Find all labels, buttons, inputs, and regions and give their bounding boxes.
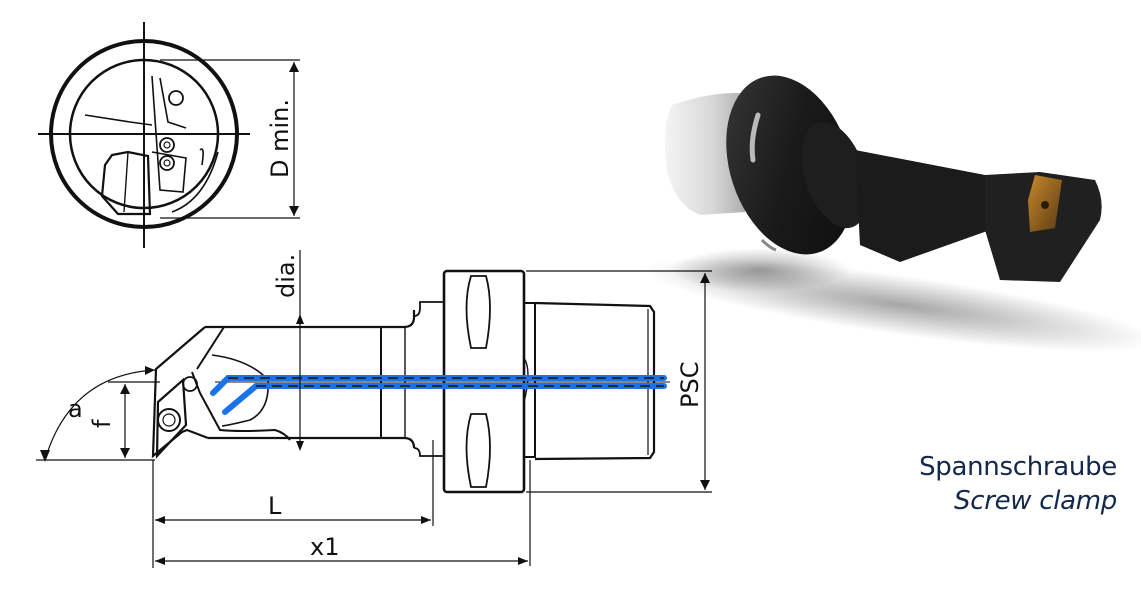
dim-label-d-min: D min.: [266, 99, 294, 178]
coolant-channel: [210, 375, 667, 415]
caption-english: Screw clamp: [954, 486, 1117, 516]
product-photo: [642, 75, 1141, 352]
dim-label-x1: x1: [310, 533, 339, 561]
end-view: [38, 22, 300, 248]
dim-label-l: L: [268, 492, 282, 520]
caption-german: Spannschraube: [919, 452, 1117, 482]
dim-label-angle-a: a: [68, 395, 83, 423]
dim-label-f: f: [88, 419, 116, 428]
dim-label-psc: PSC: [676, 362, 704, 408]
dim-label-dia: dia.: [272, 254, 300, 298]
caption: Spannschraube Screw clamp: [919, 450, 1117, 518]
side-view: [151, 269, 670, 494]
dimension-lines: [36, 250, 712, 568]
